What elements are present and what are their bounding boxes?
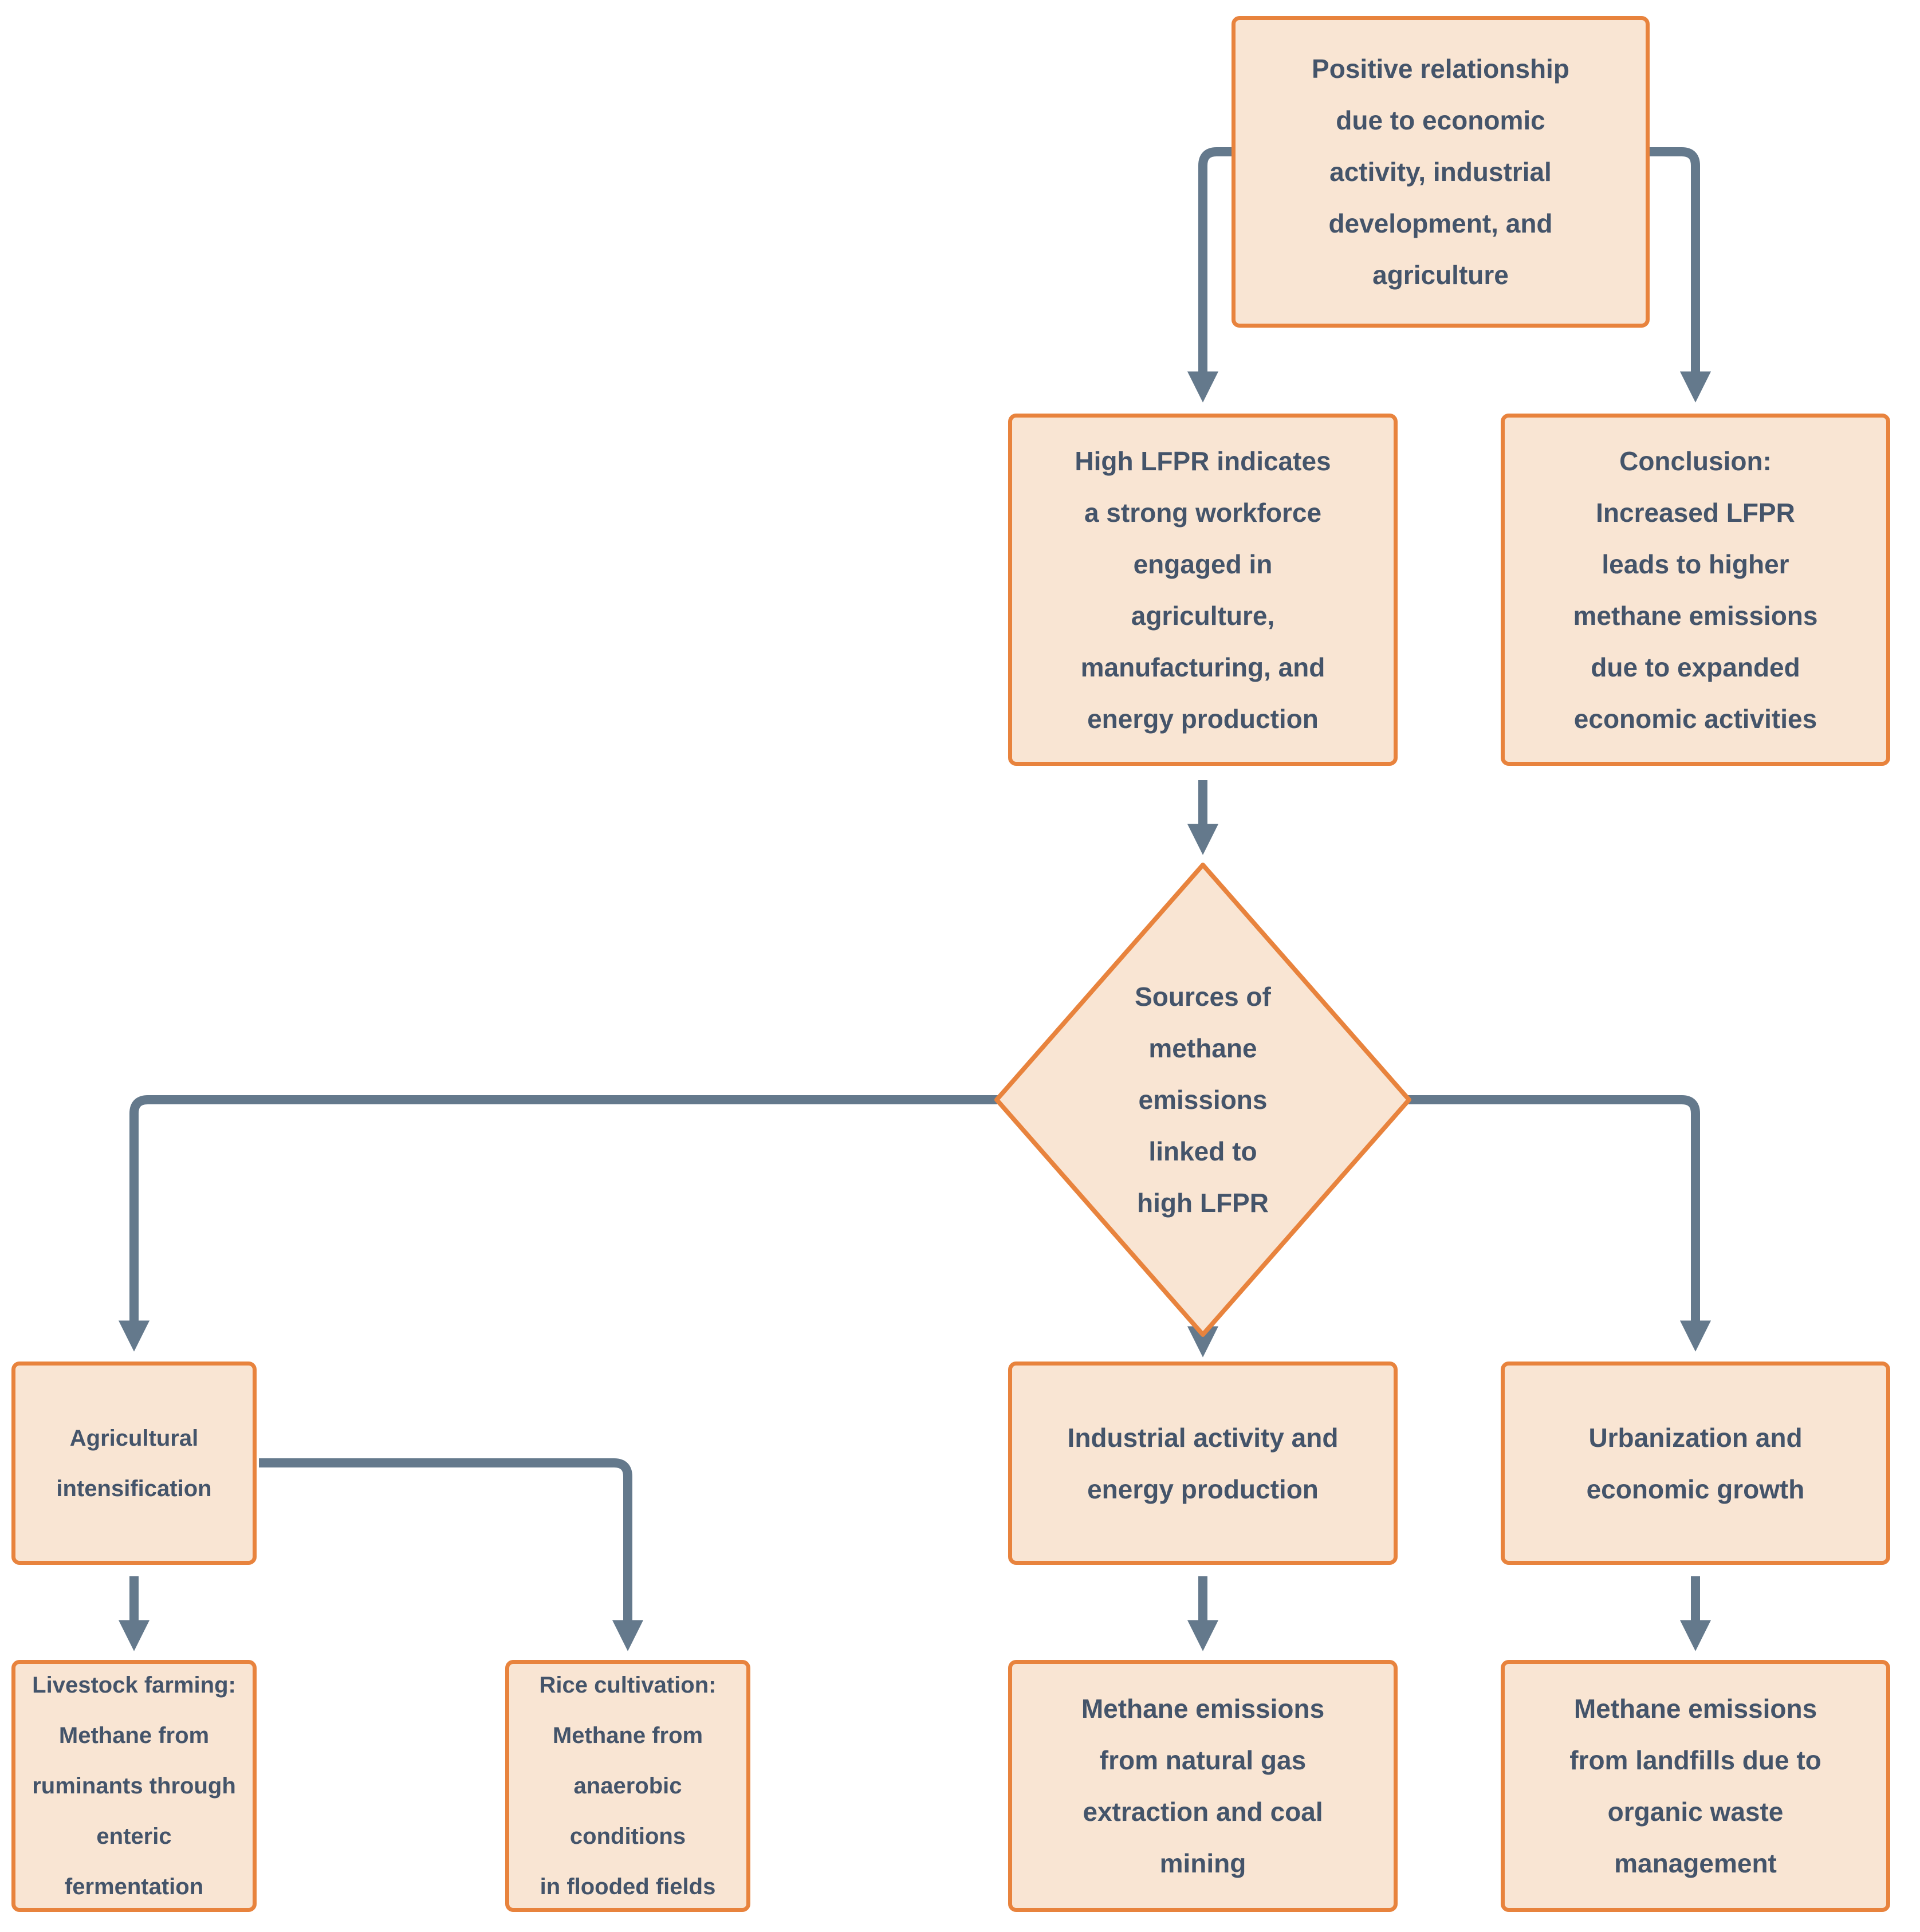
node-conclusion: Conclusion: Increased LFPR leads to high… [1501,414,1890,766]
connector-diamond-to-agricultural [118,1095,1000,1352]
node-agricultural-intensification: Agricultural intensification [11,1362,257,1565]
node-livestock-farming: Livestock farming: Methane from ruminant… [11,1660,257,1912]
node-sources-diamond-label: Sources of methane emissions linked to h… [1135,982,1271,1218]
connector-positive-to-conclusion [1650,147,1712,403]
connector-positive-to-high-lfpr [1187,147,1232,403]
node-rice-cultivation: Rice cultivation: Methane from anaerobic… [505,1660,750,1912]
connector-diamond-to-urbanization [1406,1095,1712,1352]
decision-diamond-shape [994,863,1411,1337]
node-natural-gas-coal: Methane emissions from natural gas extra… [1008,1660,1398,1912]
node-urbanization: Urbanization and economic growth [1501,1362,1890,1565]
node-landfills: Methane emissions from landfills due to … [1501,1660,1890,1912]
connector-agricultural-to-rice [259,1458,644,1651]
node-high-lfpr: High LFPR indicates a strong workforce e… [1008,414,1398,766]
node-industrial-activity: Industrial activity and energy productio… [1008,1362,1398,1565]
node-positive-relationship: Positive relationship due to economic ac… [1232,16,1650,328]
